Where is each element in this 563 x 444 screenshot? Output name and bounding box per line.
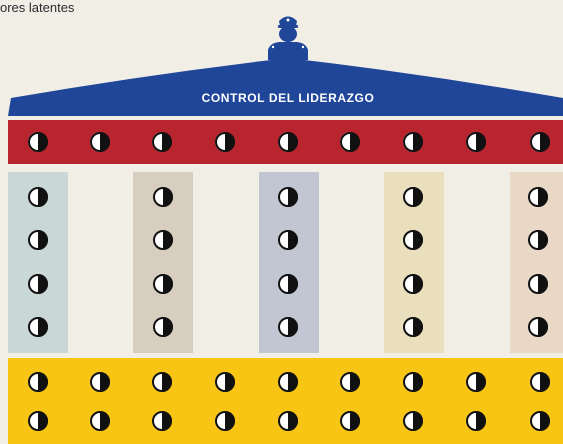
half-moon-circle-icon	[403, 132, 423, 152]
half-moon-circle-icon	[90, 132, 110, 152]
half-moon-circle-icon	[28, 230, 48, 250]
half-moon-circle-icon	[153, 317, 173, 337]
half-moon-circle-icon	[403, 274, 423, 294]
half-moon-circle-icon	[530, 132, 550, 152]
military-leader-icon	[268, 16, 308, 60]
half-moon-circle-icon	[403, 317, 423, 337]
half-moon-circle-icon	[278, 230, 298, 250]
half-moon-circle-icon	[528, 230, 548, 250]
half-moon-circle-icon	[28, 372, 48, 392]
half-moon-circle-icon	[278, 411, 298, 431]
half-moon-circle-icon	[28, 132, 48, 152]
half-moon-circle-icon	[340, 132, 360, 152]
half-moon-circle-icon	[340, 372, 360, 392]
half-moon-circle-icon	[403, 187, 423, 207]
half-moon-circle-icon	[466, 372, 486, 392]
half-moon-circle-icon	[278, 187, 298, 207]
half-moon-circle-icon	[215, 411, 235, 431]
half-moon-circle-icon	[403, 411, 423, 431]
half-moon-circle-icon	[403, 372, 423, 392]
half-moon-circle-icon	[215, 132, 235, 152]
icon-grid	[28, 132, 550, 431]
half-moon-circle-icon	[215, 372, 235, 392]
half-moon-circle-icon	[152, 132, 172, 152]
roof: CONTROL DEL LIDERAZGO	[8, 58, 563, 116]
half-moon-circle-icon	[28, 411, 48, 431]
half-moon-circle-icon	[152, 411, 172, 431]
half-moon-circle-icon	[340, 411, 360, 431]
half-moon-circle-icon	[90, 372, 110, 392]
half-moon-circle-icon	[528, 187, 548, 207]
half-moon-circle-icon	[90, 411, 110, 431]
half-moon-circle-icon	[530, 372, 550, 392]
half-moon-circle-icon	[28, 187, 48, 207]
half-moon-circle-icon	[28, 274, 48, 294]
half-moon-circle-icon	[278, 372, 298, 392]
caption-text: ores latentes	[0, 0, 75, 15]
half-moon-circle-icon	[528, 317, 548, 337]
roof-title: CONTROL DEL LIDERAZGO	[202, 91, 375, 105]
half-moon-circle-icon	[403, 230, 423, 250]
half-moon-circle-icon	[278, 132, 298, 152]
half-moon-circle-icon	[152, 372, 172, 392]
half-moon-circle-icon	[153, 274, 173, 294]
half-moon-circle-icon	[153, 230, 173, 250]
half-moon-circle-icon	[278, 274, 298, 294]
half-moon-circle-icon	[278, 317, 298, 337]
half-moon-circle-icon	[466, 132, 486, 152]
half-moon-circle-icon	[530, 411, 550, 431]
base	[8, 358, 563, 444]
half-moon-circle-icon	[153, 187, 173, 207]
half-moon-circle-icon	[528, 274, 548, 294]
half-moon-circle-icon	[28, 317, 48, 337]
half-moon-circle-icon	[466, 411, 486, 431]
